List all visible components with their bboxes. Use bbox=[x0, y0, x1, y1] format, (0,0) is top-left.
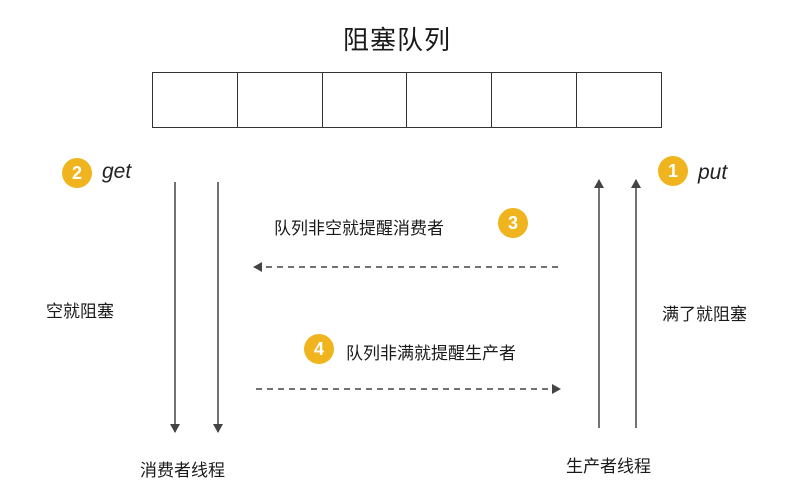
step-4-badge: 4 bbox=[304, 334, 334, 364]
diagram-title: 阻塞队列 bbox=[342, 26, 451, 56]
queue-box bbox=[152, 72, 662, 128]
queue-slot bbox=[492, 73, 578, 127]
consumer-thread-label: 消费者线程 bbox=[140, 461, 225, 481]
queue-slot bbox=[238, 73, 323, 127]
producer-block-label: 满了就阻塞 bbox=[662, 305, 747, 325]
producer-thread-label: 生产者线程 bbox=[566, 457, 651, 477]
queue-slot bbox=[407, 73, 493, 127]
consumer-block-label: 空就阻塞 bbox=[46, 302, 114, 322]
step-3-badge: 3 bbox=[498, 208, 528, 238]
put-label: put bbox=[698, 161, 728, 184]
notify-producer-text: 队列非满就提醒生产者 bbox=[346, 344, 516, 364]
step-2-badge: 2 bbox=[62, 158, 92, 188]
step-1-badge: 1 bbox=[658, 156, 688, 186]
queue-slot bbox=[153, 73, 238, 127]
queue-slot bbox=[323, 73, 408, 127]
notify-consumer-text: 队列非空就提醒消费者 bbox=[274, 219, 444, 239]
get-label: get bbox=[102, 160, 132, 183]
